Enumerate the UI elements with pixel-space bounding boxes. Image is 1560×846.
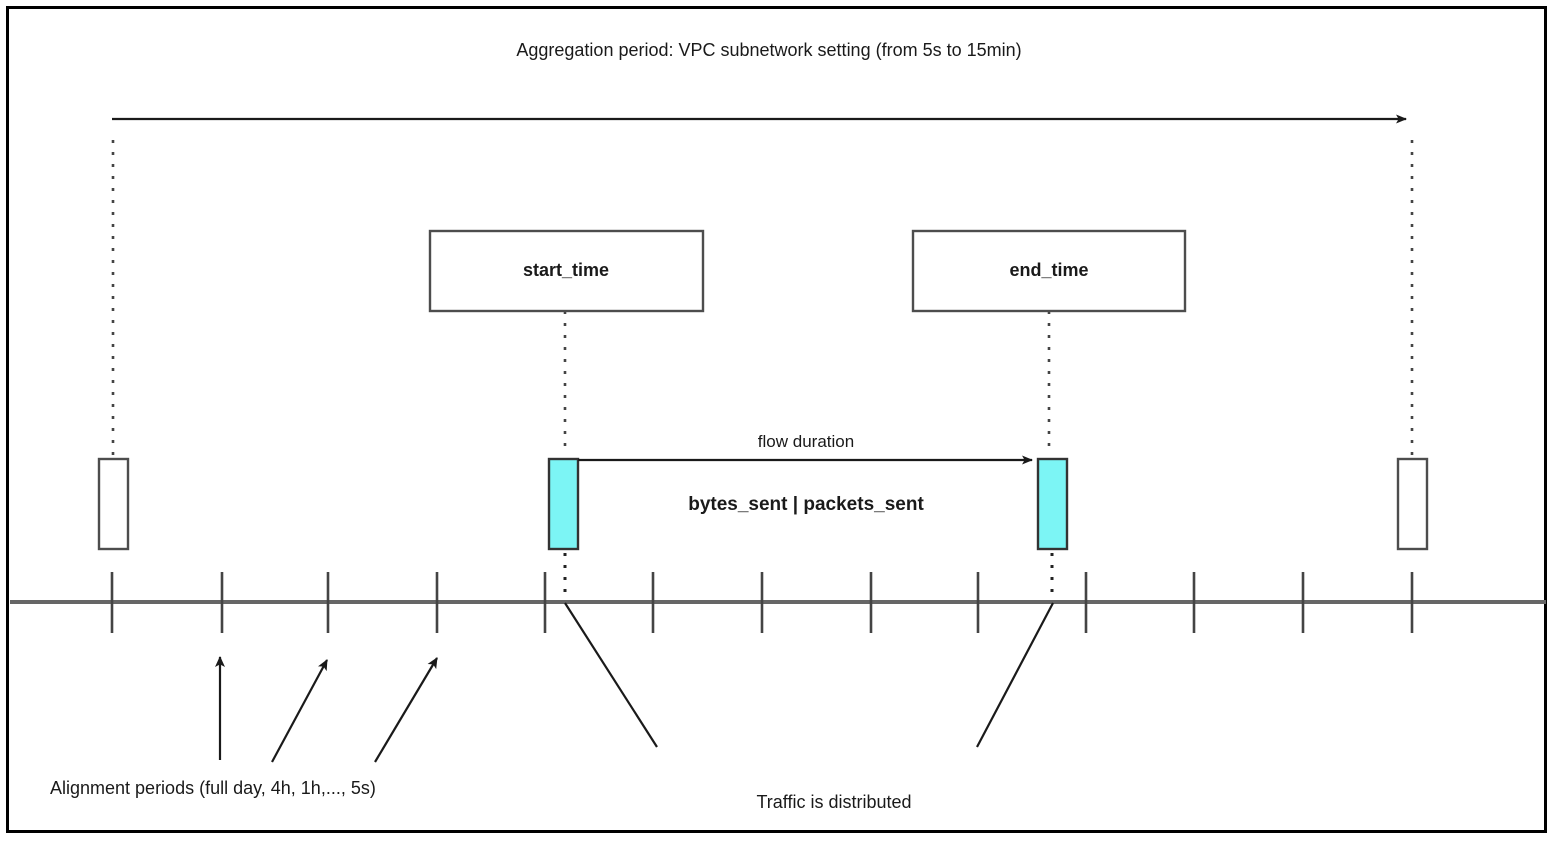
flow-duration-label: flow duration — [757, 432, 855, 451]
flow-end-marker — [1036, 457, 1069, 551]
aggregation-end-marker — [1396, 457, 1429, 551]
diagram-frame — [6, 6, 1547, 833]
flow-start-marker — [547, 457, 580, 551]
metrics-label: bytes_sent | packets_sent — [688, 494, 924, 515]
distribution-leader-right — [976, 602, 1054, 748]
aggregation-start-marker — [97, 457, 130, 551]
distribution-note: Traffic is distributed proportionally am… — [735, 748, 933, 846]
end-time-label: end_time — [1009, 260, 1089, 280]
alignment-arrow-3 — [374, 657, 438, 763]
alignment-arrow-2 — [271, 659, 328, 763]
distribution-leader-left — [564, 602, 658, 748]
timeline-ticks — [110, 572, 1414, 633]
start-time-box — [428, 229, 705, 313]
distribution-note-line-1: Traffic is distributed — [756, 791, 912, 812]
aggregation-period-title: Aggregation period: VPC subnetwork setti… — [516, 40, 1022, 60]
alignment-periods-note: Alignment periods (full day, 4h, 1h,...,… — [50, 778, 376, 798]
start-time-label: start_time — [522, 260, 610, 280]
end-time-box — [911, 229, 1187, 313]
